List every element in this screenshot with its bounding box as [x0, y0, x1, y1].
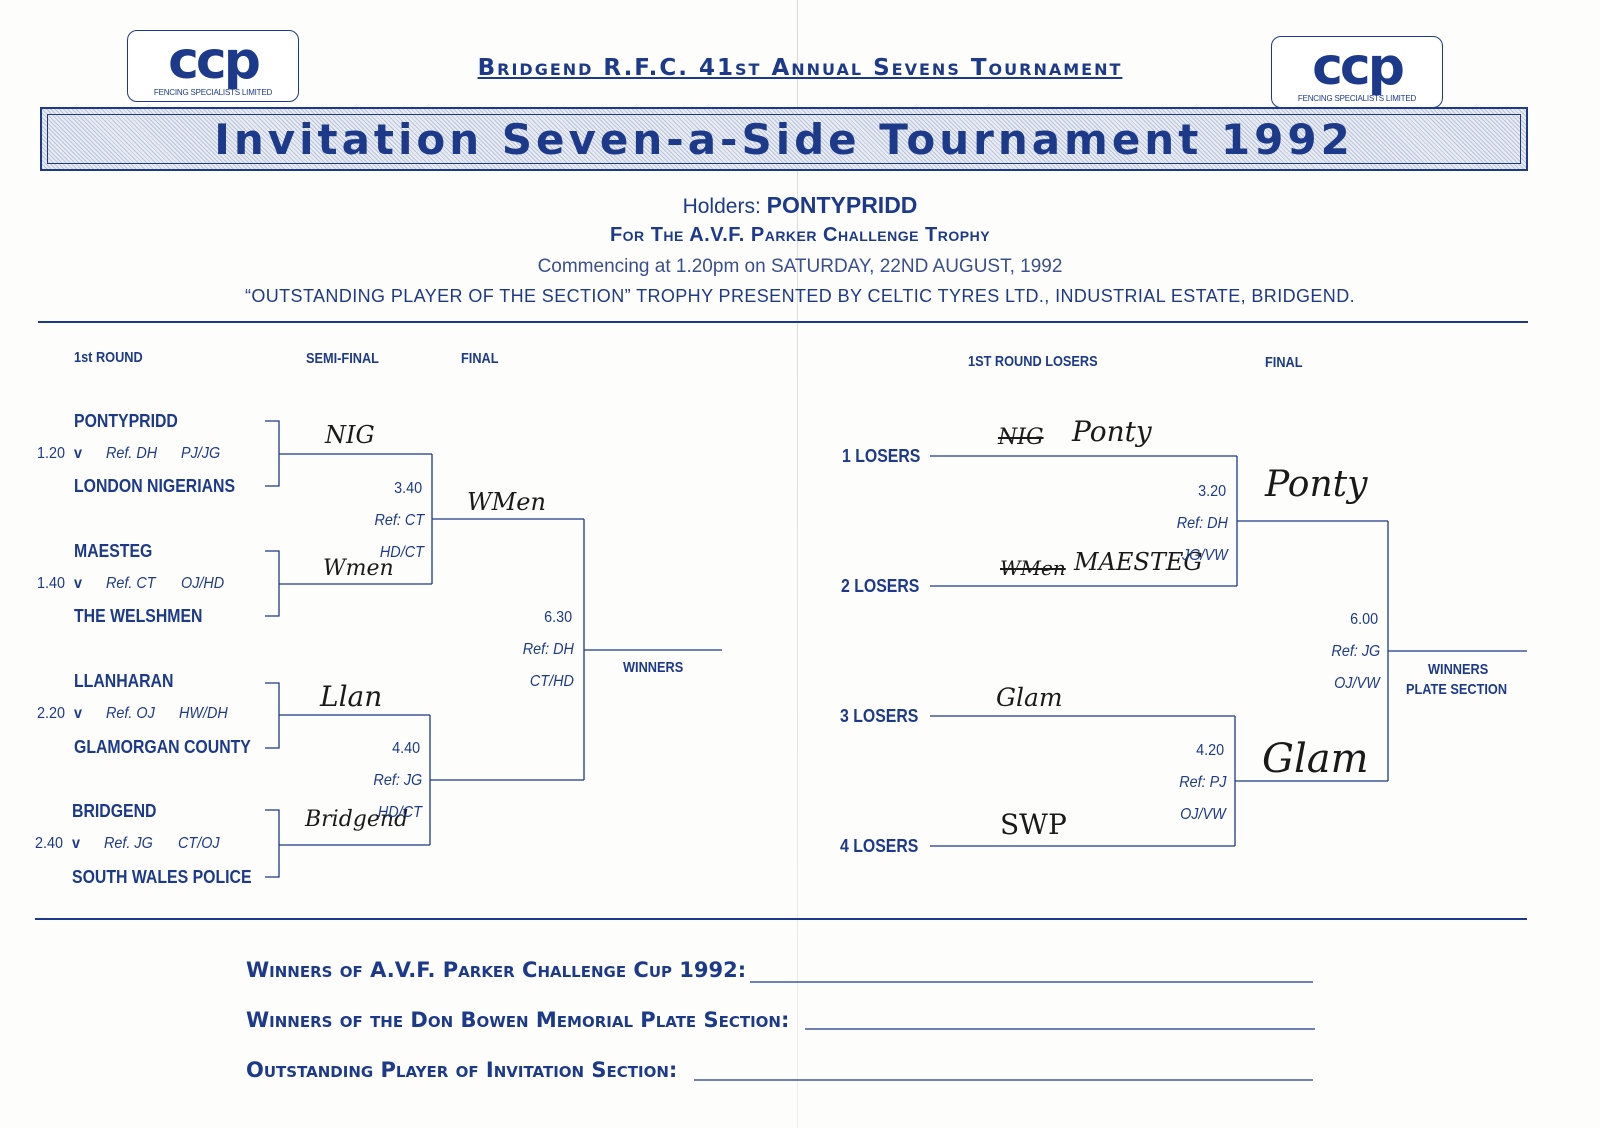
- team-away: LONDON NIGERIANS: [74, 476, 236, 496]
- semi-referee: Ref: CT: [374, 512, 424, 529]
- tournament-header: Bridgend R.F.C. 41st Annual Sevens Tourn…: [477, 55, 1123, 81]
- match-touch-judges: PJ/JG: [181, 445, 221, 462]
- match-referee: Ref. DH: [106, 445, 158, 462]
- final-time: 6.30: [543, 609, 572, 626]
- banner-inner-border: [47, 114, 1521, 164]
- semi-touch-judges: HD/CT: [377, 804, 422, 821]
- semi-time: 3.40: [393, 480, 422, 497]
- team-home: LLANHARAN: [74, 671, 174, 691]
- logo-mark: ccp: [1312, 37, 1405, 97]
- logo-mark: ccp: [168, 31, 261, 91]
- plate-semi-time: 4.20: [1195, 742, 1224, 759]
- team-away: THE WELSHMEN: [74, 606, 203, 626]
- team-home: BRIDGEND: [72, 801, 157, 821]
- footer-outstanding-player: Outstanding Player of Invitation Section…: [246, 1058, 678, 1082]
- handwritten-winner: Wmen: [323, 556, 394, 581]
- team-home: MAESTEG: [74, 541, 153, 561]
- plate-entry-label: 3 LOSERS: [840, 706, 919, 726]
- outstanding-trophy-line: “OUTSTANDING PLAYER OF THE SECTION” TROP…: [244, 286, 1356, 306]
- winners-label: WINNERS: [623, 659, 684, 676]
- team-away: SOUTH WALES POLICE: [72, 867, 252, 887]
- match-time: 1.20: [37, 445, 66, 462]
- plate-winners-label-1: WINNERS: [1428, 661, 1489, 678]
- trophy-line: For The A.V.F. Parker Challenge Trophy: [609, 224, 991, 246]
- header-semi-final: SEMI-FINAL: [306, 350, 379, 367]
- divider-bottom: [35, 918, 1527, 920]
- commencing-line: Commencing at 1.20pm on SATURDAY, 22ND A…: [537, 256, 1063, 277]
- handwritten-entry: SWP: [1000, 808, 1067, 841]
- match-touch-judges: OJ/HD: [181, 575, 225, 592]
- match-time: 2.40: [35, 835, 64, 852]
- final-touch-judges: CT/HD: [529, 673, 574, 690]
- footer-cup-winners: Winners of A.V.F. Parker Challenge Cup 1…: [246, 958, 747, 982]
- handwritten-entry: MAESTEG: [1074, 548, 1203, 576]
- match-referee: Ref. OJ: [106, 705, 155, 722]
- match-referee: Ref. CT: [106, 575, 156, 592]
- versus: v: [72, 835, 81, 852]
- plate-semi-touch-judges: JG/VW: [1182, 547, 1228, 564]
- footer-plate-winners: Winners of the Don Bowen Memorial Plate …: [246, 1008, 790, 1032]
- plate-semi-touch-judges: OJ/VW: [1180, 806, 1226, 823]
- semi-touch-judges: HD/CT: [379, 544, 424, 561]
- bracket-r1-m3: [265, 682, 280, 749]
- match-referee: Ref. JG: [104, 835, 153, 852]
- team-away: GLAMORGAN COUNTY: [74, 737, 251, 757]
- plate-entry-label: 1 LOSERS: [842, 446, 921, 466]
- logo-tagline: FENCING SPECIALISTS LIMITED: [1297, 94, 1417, 103]
- plate-semi-time: 3.20: [1197, 483, 1226, 500]
- plate-semi-referee: Ref: PJ: [1178, 774, 1226, 791]
- header-first-round-losers: 1ST ROUND LOSERS: [968, 353, 1098, 370]
- plate-final-referee: Ref: JG: [1331, 643, 1380, 660]
- header-final: FINAL: [461, 350, 499, 367]
- header-first-round: 1st ROUND: [74, 349, 143, 366]
- holders-team: PONTYPRIDD: [766, 192, 918, 218]
- divider-top: [38, 321, 1528, 323]
- handwritten-winner: Llan: [320, 680, 383, 713]
- versus: v: [74, 575, 83, 592]
- handwritten-entry: Glam: [996, 683, 1063, 712]
- plate-final-time: 6.00: [1349, 611, 1378, 628]
- final-referee: Ref: DH: [522, 641, 574, 658]
- holders-label: Holders:: [682, 195, 761, 218]
- plate-entry-label: 4 LOSERS: [840, 836, 919, 856]
- versus: v: [74, 705, 83, 722]
- plate-final-touch-judges: OJ/VW: [1334, 675, 1380, 692]
- semi-time: 4.40: [391, 740, 420, 757]
- match-time: 2.20: [37, 705, 66, 722]
- handwritten-winner: Bridgend: [305, 807, 409, 832]
- handwritten-winner: Glam: [1262, 736, 1369, 782]
- team-home: PONTYPRIDD: [74, 411, 178, 431]
- plate-winners-label-2: PLATE SECTION: [1406, 681, 1508, 698]
- plate-entry-label: 2 LOSERS: [841, 576, 920, 596]
- plate-semi-referee: Ref: DH: [1176, 515, 1228, 532]
- semi-referee: Ref: JG: [373, 772, 422, 789]
- ccp-logo-left: ccp FENCING SPECIALISTS LIMITED: [127, 30, 299, 102]
- versus: v: [74, 445, 83, 462]
- page-fold: [797, 0, 798, 1128]
- header-plate-final: FINAL: [1265, 354, 1303, 371]
- handwritten-struck: WMen: [1000, 556, 1066, 580]
- handwritten-winner: NIG: [325, 421, 375, 449]
- ccp-logo-right: ccp FENCING SPECIALISTS LIMITED: [1271, 36, 1443, 108]
- handwritten-entry: Ponty: [1072, 415, 1152, 448]
- handwritten-winner: Ponty: [1265, 464, 1368, 505]
- bracket-r1-m1: [265, 420, 280, 487]
- match-touch-judges: HW/DH: [179, 705, 228, 722]
- banner-title: Invitation Seven-a-Side Tournament 1992: [214, 115, 1354, 164]
- match-time: 1.40: [37, 575, 66, 592]
- logo-tagline: FENCING SPECIALISTS LIMITED: [153, 88, 273, 97]
- handwritten-struck: NIG: [998, 425, 1044, 450]
- bracket-r1-m2: [265, 550, 280, 617]
- match-touch-judges: CT/OJ: [178, 835, 220, 852]
- handwritten-winner: WMen: [467, 488, 546, 516]
- title-banner: Invitation Seven-a-Side Tournament 1992: [40, 107, 1528, 171]
- bracket-r1-m4: [265, 809, 280, 878]
- holders-line: Holders: PONTYPRIDD: [0, 192, 1600, 219]
